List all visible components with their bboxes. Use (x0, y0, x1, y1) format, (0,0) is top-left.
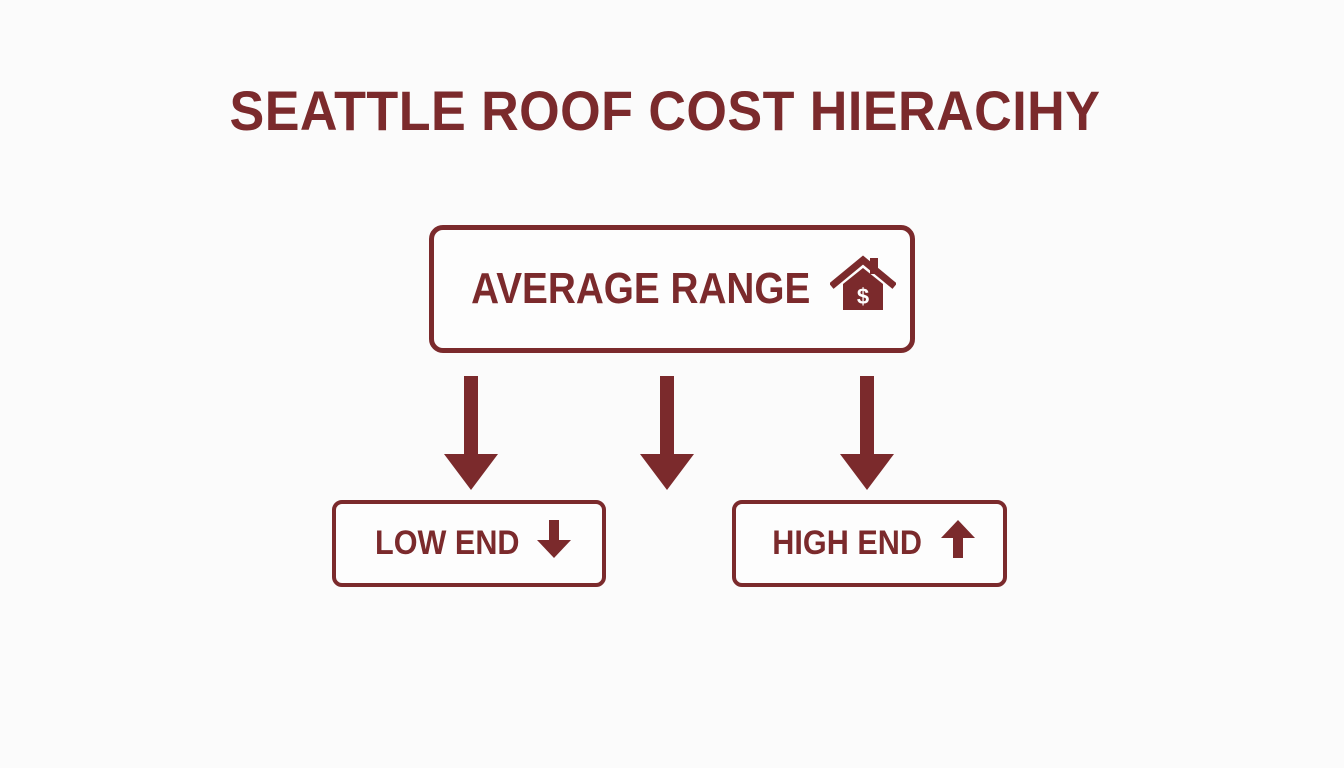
arrow-down-icon (640, 376, 694, 490)
low-end-box: LOW END (332, 500, 606, 587)
arrow-up-icon (940, 520, 975, 567)
arrow-down-icon (444, 376, 498, 490)
arrow-down-icon (840, 376, 894, 490)
diagram-title: SEATTLE ROOF COST HIERACIHY (229, 79, 1101, 142)
high-end-box: HIGH END (732, 500, 1007, 587)
average-range-label: AVERAGE RANGE (471, 264, 811, 313)
house-dollar-icon: $ (828, 254, 897, 325)
svg-text:$: $ (857, 284, 869, 309)
arrow-down-icon (537, 520, 572, 567)
high-end-label: HIGH END (772, 524, 923, 562)
low-end-label: LOW END (374, 524, 520, 562)
average-range-box: AVERAGE RANGE $ (429, 225, 915, 353)
